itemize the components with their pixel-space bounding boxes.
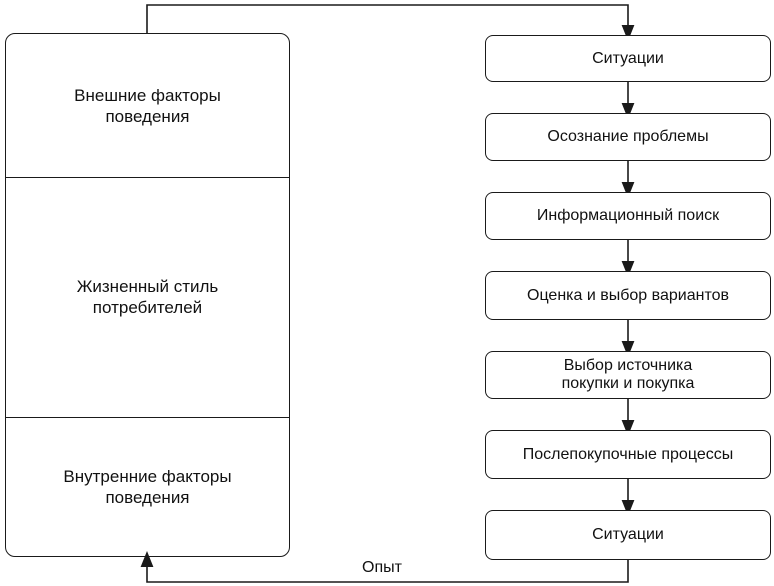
step-label: Ситуации (592, 526, 664, 543)
step-label: Осознание проблемы (547, 128, 709, 145)
step-label: Ситуации (592, 49, 664, 67)
step-problem-recognition: Осознание проблемы (485, 113, 771, 161)
external-factors-section: Внешние факторы поведения (6, 34, 289, 177)
experience-label: Опыт (362, 559, 402, 576)
step-situations-end: Ситуации (485, 510, 771, 560)
step-label: Выбор источника покупки и покупка (561, 357, 695, 392)
step-label: Информационный поиск (536, 207, 720, 224)
step-purchase: Выбор источника покупки и покупка (485, 351, 771, 399)
top-connector-arrow (146, 4, 635, 41)
step-post-purchase: Послепокупочные процессы (485, 430, 771, 479)
lifestyle-label: Жизненный стиль потребителей (76, 277, 219, 317)
step-label: Послепокупочные процессы (522, 445, 734, 463)
behavior-factors-panel: Внешние факторы поведения Жизненный стил… (5, 33, 290, 557)
section-divider-1 (6, 177, 289, 178)
feedback-connector-arrow (140, 551, 629, 583)
internal-factors-section: Внутренние факторы поведения (6, 417, 289, 556)
internal-factors-label: Внутренние факторы поведения (63, 466, 232, 507)
step-situations-start: Ситуации (485, 35, 771, 82)
section-divider-2 (6, 417, 289, 418)
step-information-search: Информационный поиск (485, 192, 771, 240)
lifestyle-section: Жизненный стиль потребителей (6, 177, 289, 417)
external-factors-label: Внешние факторы поведения (74, 85, 221, 126)
step-label: Оценка и выбор вариантов (527, 286, 729, 304)
step-evaluation: Оценка и выбор вариантов (485, 271, 771, 320)
